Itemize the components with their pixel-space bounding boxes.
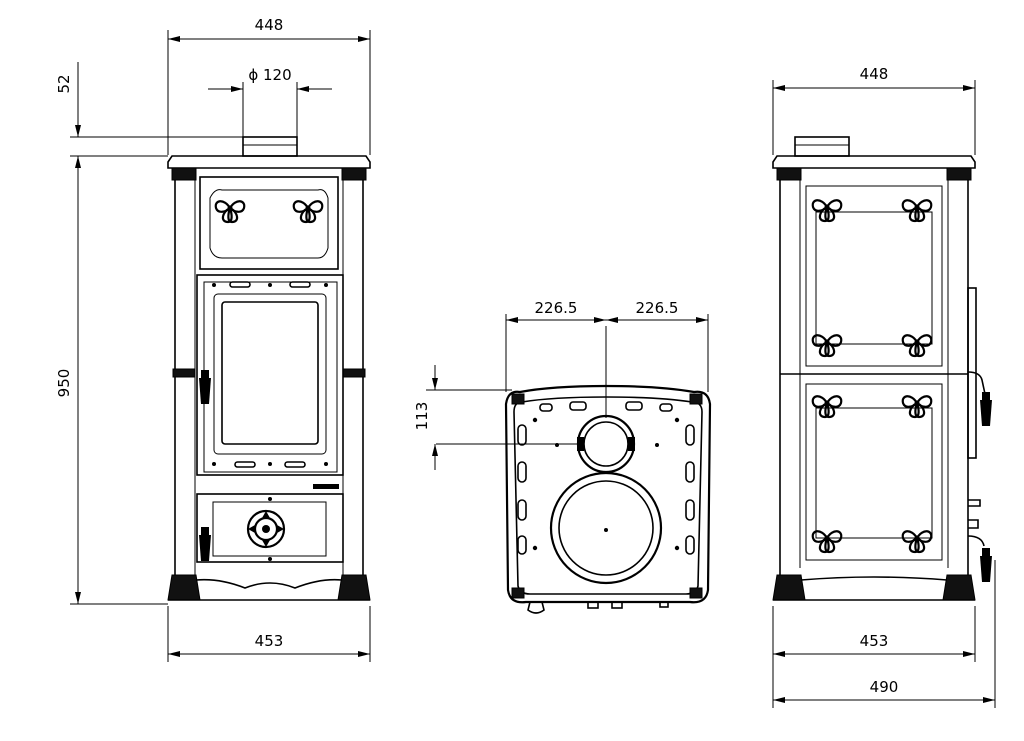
flue-outlet [576,414,636,474]
side-top-width-label: 448 [860,65,889,83]
top-view [436,326,712,614]
side-top-plate [772,155,976,169]
ash-door [196,493,344,563]
front-dimensions [70,30,371,662]
total-height-label: 950 [55,369,73,398]
side-door-handle [980,392,992,426]
side-lower-panel [805,383,943,561]
flue-offset-label: 113 [413,402,431,431]
flue-diameter-label: ϕ 120 [248,66,291,84]
door-handle [199,370,211,404]
side-view [772,136,992,601]
top-dimensions [426,314,709,470]
cooking-plate [549,471,663,585]
side-base-width-label: 453 [860,632,889,650]
upper-panel [199,176,339,270]
flue-height-label: 52 [55,74,73,93]
front-dimension-labels: 448 ϕ 120 52 950 453 [55,16,292,650]
top-plate [167,155,371,169]
flue-collar [242,136,298,157]
side-dimensions [772,80,996,708]
fire-door [196,274,344,476]
top-dimension-labels: 226.5 226.5 113 [413,299,678,430]
front-view [167,136,371,601]
front-base-width-label: 453 [255,632,284,650]
overall-depth-label: 490 [870,678,899,696]
side-flue-collar [794,136,850,157]
half-width-right-label: 226.5 [636,299,679,317]
door-glass [221,301,319,445]
side-upper-panel [805,185,943,367]
nameplate [313,484,339,489]
top-outline [504,384,712,604]
front-top-width-label: 448 [255,16,284,34]
half-width-left-label: 226.5 [535,299,578,317]
side-dimension-labels: 448 453 490 [860,65,899,696]
